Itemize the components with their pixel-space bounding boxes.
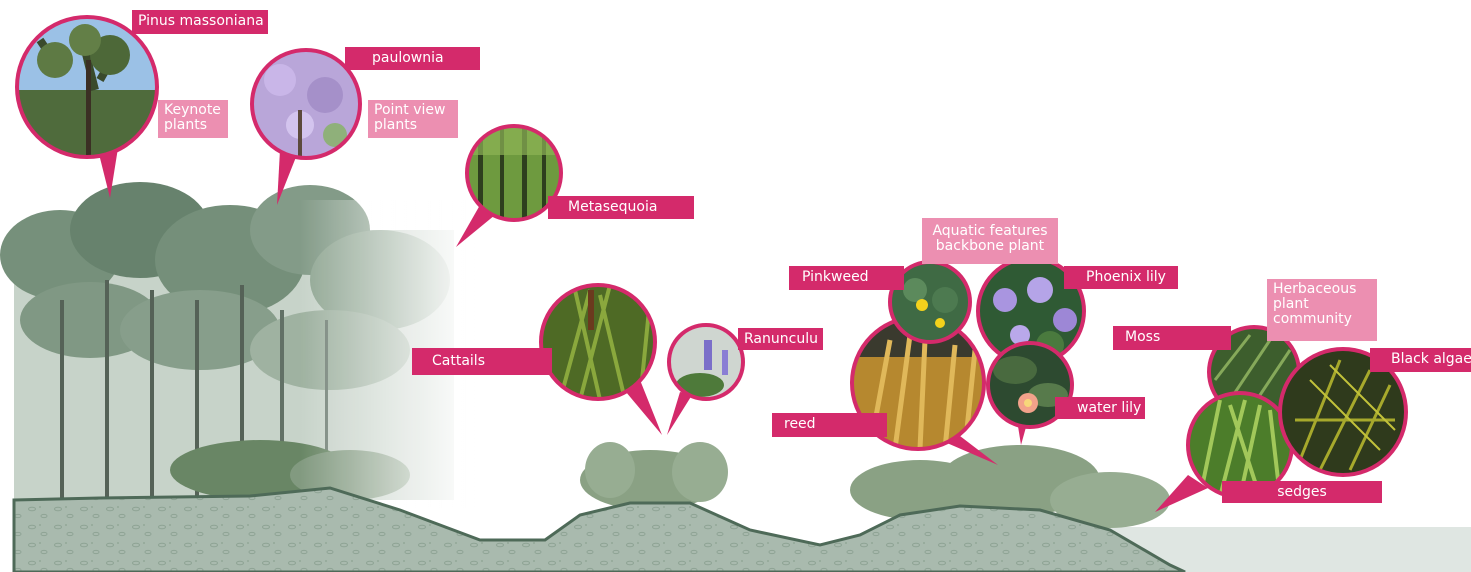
label-ranunculus: Ranunculu: [738, 328, 823, 350]
label-aquatic-backbone: Aquatic features backbone plant: [922, 218, 1058, 264]
label-phoenix-lily: Phoenix lily: [1064, 266, 1178, 289]
label-paulownia: paulownia: [345, 47, 480, 70]
photo-cattails: [540, 284, 656, 400]
label-reed: reed: [772, 413, 887, 437]
label-point-view-plants: Point view plants: [368, 100, 458, 138]
label-metasequoia: Metasequoia: [548, 196, 694, 219]
woodland-trees: [0, 182, 475, 510]
label-water-lily: water lily: [1055, 397, 1145, 419]
photo-ranunculus: [668, 324, 744, 400]
label-black-algae: Black algae: [1370, 348, 1471, 372]
label-herbaceous-community: Herbaceous plant community: [1267, 279, 1377, 341]
photo-pinus-massoniana: [17, 17, 157, 160]
label-pinkweed: Pinkweed: [789, 266, 904, 290]
label-cattails: Cattails: [412, 348, 552, 375]
label-pinus-massoniana: Pinus massoniana: [132, 10, 268, 34]
label-keynote-plants: Keynote plants: [158, 100, 228, 138]
label-sedges: sedges: [1222, 481, 1382, 503]
label-moss: Moss: [1113, 326, 1231, 350]
